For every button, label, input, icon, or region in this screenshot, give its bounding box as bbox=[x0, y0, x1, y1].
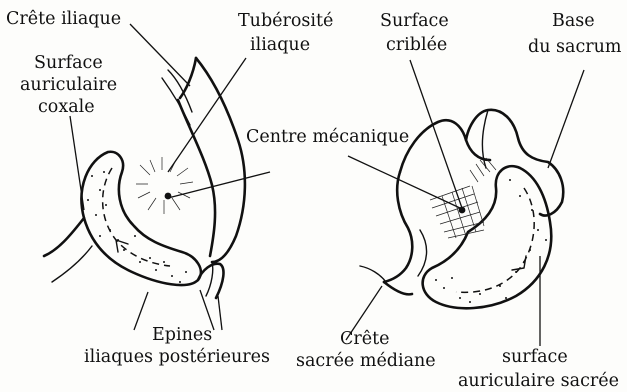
iliac-tuberosity-texture bbox=[136, 157, 193, 214]
label-crete-sacree-2: sacrée médiane bbox=[296, 351, 436, 371]
label-epines-1: Epines bbox=[152, 325, 212, 345]
label-centre-mecanique: Centre mécanique bbox=[246, 127, 409, 147]
centre-right-dot bbox=[459, 207, 466, 214]
leader-surface-criblee bbox=[410, 60, 462, 208]
label-epines-2: iliaques postérieures bbox=[84, 347, 270, 367]
leader-crete-iliaque bbox=[130, 24, 190, 86]
label-auric-sacree-2: auriculaire sacrée bbox=[458, 371, 619, 391]
leader-base-sacrum bbox=[548, 70, 584, 168]
label-base-1: Base bbox=[552, 11, 595, 31]
label-tuberosite-2: iliaque bbox=[250, 35, 310, 55]
leader-centre-left bbox=[168, 172, 270, 198]
leader-epines-a bbox=[134, 292, 148, 330]
label-crete-iliaque: Crête iliaque bbox=[6, 9, 121, 29]
stipple-left bbox=[87, 171, 187, 283]
label-auric-sacree-1: surface bbox=[502, 347, 568, 367]
label-auric-coxale-2: auriculaire bbox=[20, 75, 117, 95]
label-auric-coxale-3: coxale bbox=[38, 97, 95, 117]
label-surface-criblee-1: Surface bbox=[380, 11, 449, 31]
label-auric-coxale-1: Surface bbox=[34, 53, 103, 73]
label-base-2: du sacrum bbox=[528, 37, 622, 57]
leader-epines-b bbox=[200, 290, 214, 330]
label-tuberosite-1: Tubérosité bbox=[238, 11, 333, 31]
label-crete-sacree-1: Crête bbox=[340, 329, 390, 349]
label-surface-criblee-2: criblée bbox=[386, 35, 447, 55]
leader-auric-coxale bbox=[70, 116, 84, 210]
leader-epines-c bbox=[218, 296, 222, 330]
centre-left-dot bbox=[165, 193, 172, 200]
